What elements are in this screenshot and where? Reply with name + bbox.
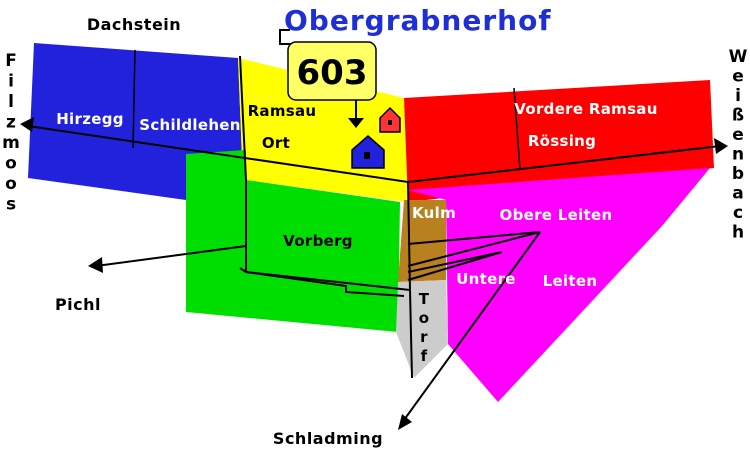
label-hirzegg: Hirzegg	[56, 110, 124, 128]
label-roessing: Rössing	[528, 132, 596, 150]
label-pichl: Pichl	[55, 295, 101, 314]
road-schladming	[403, 231, 541, 421]
map-title: Obergrabnerhof	[284, 4, 552, 37]
blue-house-icon	[351, 135, 385, 169]
road-pichl	[95, 245, 247, 267]
label-ramsau: Ramsau	[248, 102, 317, 120]
border-vordere-ramsau-roessing	[513, 87, 521, 171]
label-vordere-ramsau: Vordere Ramsau	[514, 100, 657, 118]
route-badge[interactable]	[287, 41, 377, 101]
region-obere-untere-leiten[interactable]	[408, 168, 710, 402]
badge-pointer-arrow	[348, 118, 364, 128]
label-dachstein: Dachstein	[87, 15, 181, 34]
label-untere: Untere	[456, 270, 516, 288]
badge-leader-line	[279, 29, 292, 45]
region-torf[interactable]	[396, 280, 448, 378]
arrow-pichl	[88, 257, 103, 273]
arrow-schladming	[398, 414, 412, 430]
arrow-weissenbach	[714, 138, 728, 154]
label-obere-leiten: Obere Leiten	[500, 206, 613, 224]
label-ort: Ort	[262, 134, 290, 152]
road-inner-loop	[239, 267, 405, 297]
border-hirzegg-schildlehen	[132, 49, 136, 149]
road-torf-vertical	[407, 181, 411, 291]
label-vorberg: Vorberg	[283, 232, 353, 250]
label-leiten: Leiten	[543, 272, 598, 290]
region-hirzegg-schildlehen[interactable]	[28, 43, 242, 200]
label-schladming: Schladming	[273, 429, 383, 448]
label-schildlehen: Schildlehen	[139, 116, 241, 134]
red-house-icon	[379, 106, 401, 133]
label-kulm: Kulm	[412, 204, 456, 222]
region-vordere-ramsau[interactable]	[404, 80, 714, 202]
road-leiten-lower	[407, 251, 503, 281]
route-badge-number: 603	[297, 53, 368, 93]
arrow-filzmoos	[20, 117, 34, 132]
